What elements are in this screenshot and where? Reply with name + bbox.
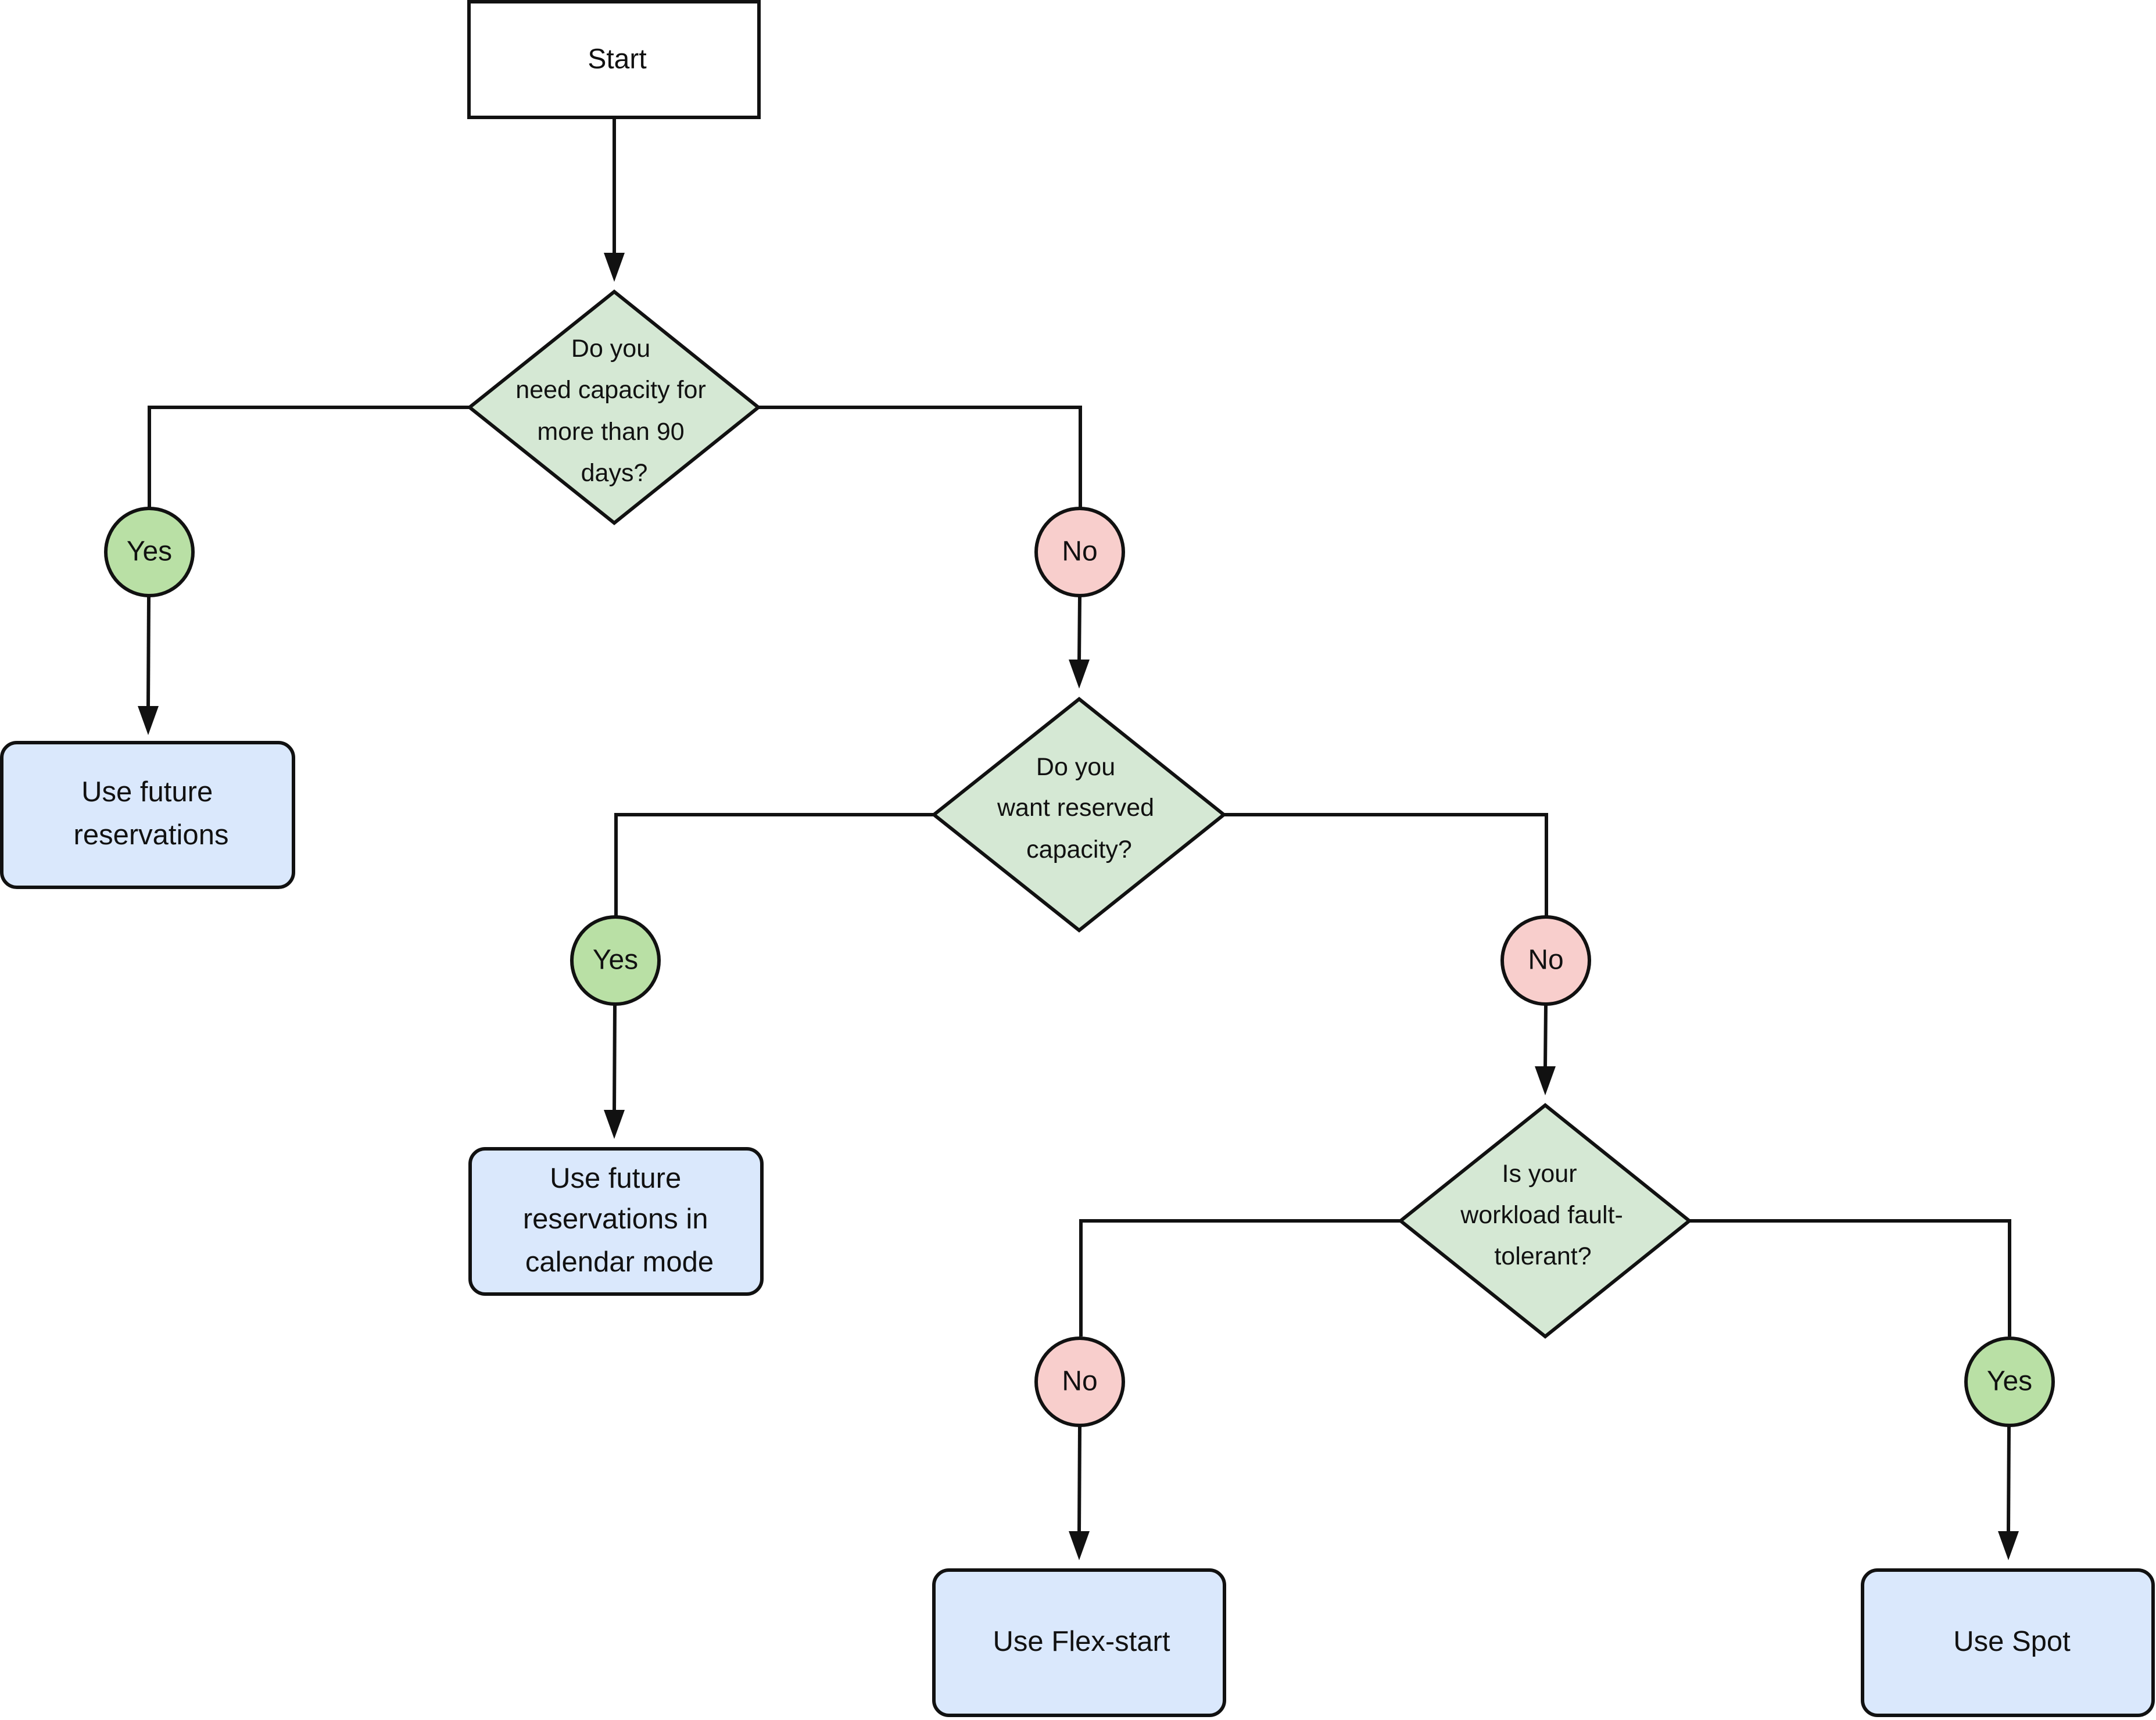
action-spot: Use Spot [1861, 1568, 2155, 1717]
action-label: Use future reservations [74, 776, 229, 851]
decision-capacity-90-days: Do you need capacity for more than 90 da… [467, 289, 761, 525]
start-label: Start [588, 44, 646, 75]
edge-q2-yes [614, 813, 934, 916]
decision-question: Do you need capacity for more than 90 da… [515, 335, 712, 487]
action-label: Use future reservations in calendar mode [523, 1163, 716, 1278]
no-circle [1034, 507, 1125, 597]
question-line: days? [581, 459, 648, 487]
question-line: need capacity for [515, 376, 705, 404]
edge-q3yes-a4 [2007, 1426, 2011, 1533]
action-box [1861, 1568, 2155, 1717]
yes-label: Yes [1987, 1366, 2032, 1397]
no-label: No [1062, 536, 1097, 567]
decision-diamond [931, 697, 1227, 933]
answer-no-badge: No [1034, 507, 1125, 597]
arrowhead-a4 [1998, 1531, 2019, 1560]
edge-q1-no [758, 406, 1082, 507]
edge-q2no-q3 [1543, 1005, 1548, 1069]
no-label: No [1062, 1366, 1097, 1397]
question-line: Is your [1502, 1160, 1577, 1188]
action-line: Use future [81, 776, 213, 808]
edge-q1yes-a1 [146, 596, 151, 708]
decision-reserved-capacity: Do you want reserved capacity? [931, 697, 1227, 933]
yes-circle [570, 915, 661, 1006]
decision-fault-tolerant: Is your workload fault- tolerant? [1398, 1103, 1692, 1339]
decision-diamond [1398, 1103, 1692, 1339]
question-line: tolerant? [1494, 1242, 1591, 1270]
edge-q1-yes [148, 406, 470, 507]
arrowhead-a1 [138, 706, 159, 735]
action-box [468, 1147, 764, 1296]
answer-no-badge: No [1500, 915, 1591, 1006]
question-line: Do you [571, 335, 650, 363]
connectors [138, 119, 2019, 1560]
arrowhead-q3 [1535, 1066, 1556, 1095]
no-label: No [1528, 945, 1563, 976]
action-line: reservations in [523, 1203, 708, 1235]
edge-q3-yes [1689, 1219, 2011, 1336]
yes-label: Yes [127, 536, 172, 567]
edge-q3no-a3 [1077, 1426, 1081, 1533]
start-node: Start [467, 0, 761, 119]
action-calendar-mode: Use future reservations in calendar mode [468, 1147, 764, 1296]
start-box [467, 0, 761, 119]
yes-circle [1964, 1336, 2055, 1427]
arrowhead-q2 [1069, 660, 1090, 689]
action-line: reservations [74, 819, 229, 851]
yes-label: Yes [593, 945, 638, 976]
answer-yes-badge: Yes [570, 915, 661, 1006]
edge-q1no-q2 [1077, 596, 1081, 662]
edge-q2-no [1224, 813, 1548, 916]
action-label: Use Spot [1953, 1626, 2071, 1657]
edge-q3-no [1079, 1219, 1401, 1336]
answer-no-badge: No [1034, 1336, 1125, 1427]
no-circle [1500, 915, 1591, 1006]
question-line: workload fault- [1460, 1201, 1623, 1229]
no-circle [1034, 1336, 1125, 1427]
decision-question: Is your workload fault- tolerant? [1460, 1160, 1630, 1270]
action-box [0, 741, 295, 889]
action-line: calendar mode [525, 1246, 714, 1278]
answer-yes-badge: Yes [104, 507, 195, 597]
action-line: Use future [550, 1163, 681, 1194]
yes-circle [104, 507, 195, 597]
answer-yes-badge: Yes [1964, 1336, 2055, 1427]
decision-question: Do you want reserved capacity? [997, 753, 1161, 863]
edge-q2yes-a2 [613, 1005, 617, 1112]
action-future-reservations: Use future reservations [0, 741, 295, 889]
question-line: capacity? [1026, 836, 1132, 863]
arrowhead-a2 [604, 1110, 625, 1139]
arrowhead-start-q1 [604, 253, 625, 282]
question-line: Do you [1036, 753, 1115, 781]
action-flex-start: Use Flex-start [932, 1568, 1226, 1717]
action-box [932, 1568, 1226, 1717]
question-line: want reserved [997, 794, 1154, 822]
question-line: more than 90 [537, 418, 684, 446]
decision-diamond [467, 289, 761, 525]
action-label: Use Flex-start [993, 1626, 1170, 1657]
arrowhead-a3 [1069, 1531, 1090, 1560]
